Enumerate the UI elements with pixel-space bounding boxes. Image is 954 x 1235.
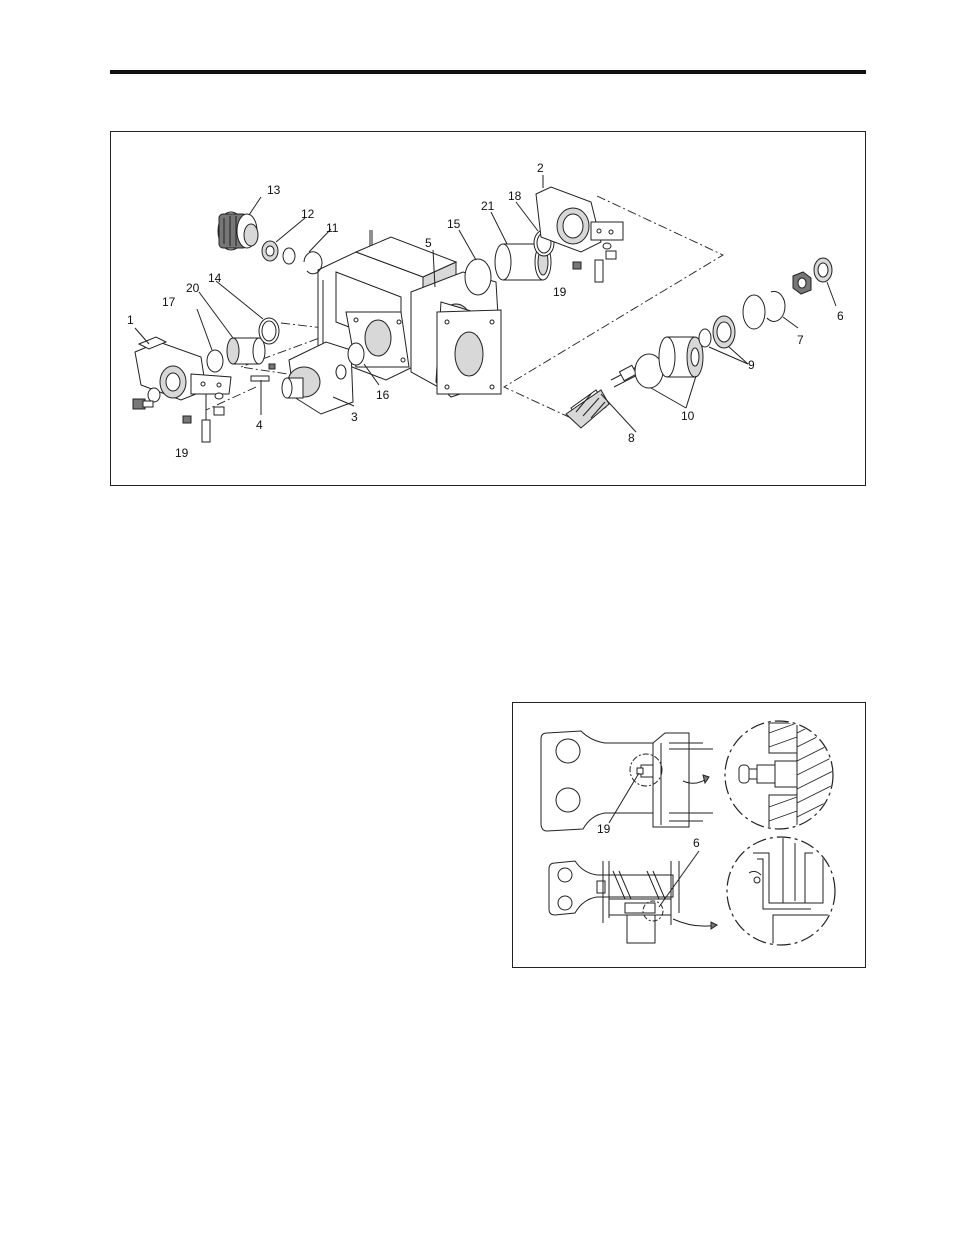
magnified-detail-grease-nipple: [724, 720, 834, 830]
bolt-right: [594, 259, 604, 283]
pivot-pin-flange: [281, 341, 354, 415]
callout-4: 4: [256, 418, 263, 432]
callout-20: 20: [186, 281, 200, 295]
callout-19-right: 19: [553, 285, 567, 299]
washer-left-small: [214, 392, 224, 400]
header-rule: [110, 70, 866, 74]
callout-7: 7: [797, 333, 804, 347]
bushing-20: [226, 337, 266, 365]
washer-left: [147, 387, 161, 403]
callout-16: 16: [376, 388, 390, 402]
ring-9a: [698, 328, 712, 348]
exploded-view-figure: 1 2 3 4 5 6 7 8 9 10 11 12 13 14 15 16 1…: [110, 131, 866, 486]
leader-19: [608, 772, 640, 824]
differential-assembly: [217, 211, 259, 251]
screw-4b: [268, 363, 276, 370]
nut-left: [213, 406, 225, 416]
grease-nipple-left: [182, 415, 192, 424]
detail-view-drawing: 19 6: [540, 720, 836, 946]
callout-11: 11: [326, 221, 339, 235]
alignment-line-right: [503, 195, 724, 419]
circlip-11: [303, 251, 323, 275]
callout-3: 3: [351, 410, 358, 424]
bracket-section-top: [540, 730, 713, 832]
swivel-bracket-right: [535, 186, 624, 253]
washer-right: [602, 242, 612, 250]
seal-17: [206, 349, 224, 373]
callout-12: 12: [301, 207, 315, 221]
nut-right: [605, 250, 617, 260]
bolt-left: [201, 419, 211, 443]
callout-2: 2: [537, 161, 544, 175]
exploded-view-drawing: 1 2 3 4 5 6 7 8 9 10 11 12 13 14 15 16 1…: [127, 161, 844, 460]
seal-15: [464, 258, 492, 296]
callout-21: 21: [481, 199, 495, 213]
callout-15: 15: [447, 217, 461, 231]
callout-19-left: 19: [175, 446, 189, 460]
bracket-section-bottom: [548, 860, 718, 944]
leader-6: [658, 850, 700, 908]
ring-12: [282, 247, 296, 265]
detail-arrow-bottom: [672, 918, 718, 927]
ring-7a: [742, 294, 766, 330]
bearing-10: [658, 336, 704, 378]
grease-nipple-right: [572, 261, 582, 270]
circlip-7: [766, 290, 786, 322]
callout-10: 10: [681, 409, 695, 423]
seal-16: [347, 342, 365, 366]
alignment-line-left: [240, 322, 342, 377]
screw-4: [250, 375, 270, 382]
callout-9: 9: [748, 358, 755, 372]
callout-19-detail: 19: [597, 822, 611, 836]
callout-13: 13: [267, 183, 281, 197]
axle-housing: [317, 230, 502, 398]
pinion-gear: [565, 356, 660, 429]
bearing-9: [712, 315, 736, 349]
callout-6: 6: [837, 309, 844, 323]
leader-lines: [134, 175, 837, 433]
swivel-bracket-left: [134, 336, 232, 401]
callout-17: 17: [162, 295, 176, 309]
callout-18: 18: [508, 189, 522, 203]
callout-8: 8: [628, 431, 635, 445]
callout-6-detail: 6: [693, 836, 700, 850]
magnified-detail-oil-seal: [726, 836, 836, 946]
callout-14: 14: [208, 271, 222, 285]
detail-view-figure: 19 6: [512, 702, 866, 968]
callout-1: 1: [127, 313, 134, 327]
callout-5: 5: [425, 236, 432, 250]
